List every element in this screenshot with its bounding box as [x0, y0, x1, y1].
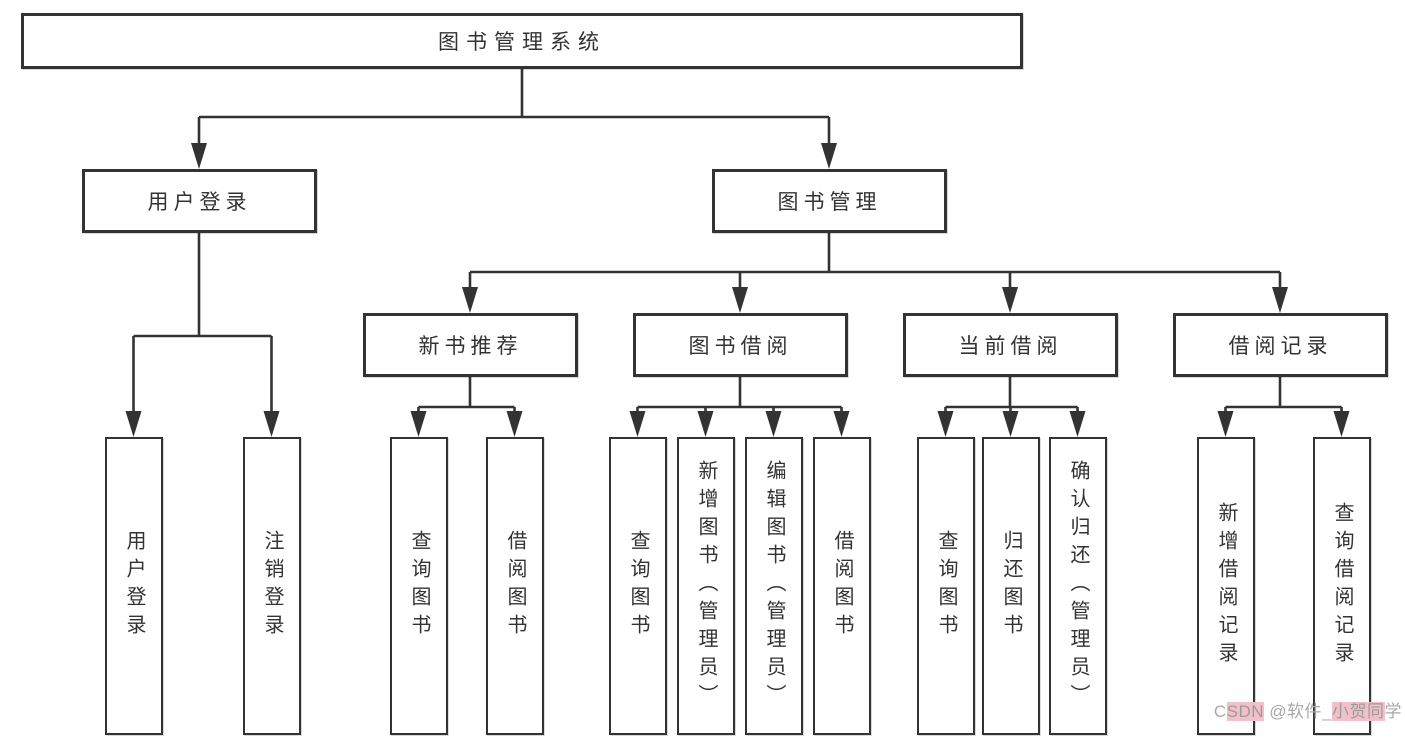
node-borrowing-records: 借阅记录	[1173, 313, 1388, 377]
leaf-recommend-borrow-book: 借阅图书	[486, 437, 544, 735]
node-user-login: 用户登录	[82, 169, 317, 233]
leaf-current-query-book: 查询图书	[917, 437, 975, 735]
leaf-records-add-borrow-record: 新增借阅记录	[1197, 437, 1255, 735]
node-current-borrowing: 当前借阅	[903, 313, 1118, 377]
leaf-borrowing-add-book-admin: 新增图书（管理员）	[677, 437, 735, 735]
leaf-current-confirm-return-admin: 确认归还（管理员）	[1049, 437, 1107, 735]
node-book-management: 图书管理	[712, 169, 947, 233]
leaf-borrowing-query-book: 查询图书	[609, 437, 667, 735]
node-new-book-recommend: 新书推荐	[363, 313, 578, 377]
watermark-segment: 学	[1384, 702, 1402, 721]
leaf-user-login: 用户登录	[105, 437, 163, 735]
leaf-records-query-borrow-record: 查询借阅记录	[1313, 437, 1371, 735]
node-book-borrowing: 图书借阅	[633, 313, 848, 377]
watermark-segment: @软件_	[1264, 702, 1332, 721]
watermark-segment: C	[1213, 702, 1227, 721]
leaf-borrowing-edit-book-admin: 编辑图书（管理员）	[745, 437, 803, 735]
leaf-current-return-book: 归还图书	[982, 437, 1040, 735]
node-book-management-system: 图书管理系统	[21, 13, 1023, 69]
arrowheads	[125, 143, 1350, 437]
watermark-segment: 小贺同	[1332, 702, 1385, 721]
leaf-logout: 注销登录	[243, 437, 301, 735]
leaf-recommend-query-book: 查询图书	[390, 437, 448, 735]
watermark: CSDN @软件_小贺同学	[1193, 677, 1402, 742]
leaf-borrowing-borrow-book: 借阅图书	[813, 437, 871, 735]
watermark-segment: SDN	[1226, 702, 1265, 721]
